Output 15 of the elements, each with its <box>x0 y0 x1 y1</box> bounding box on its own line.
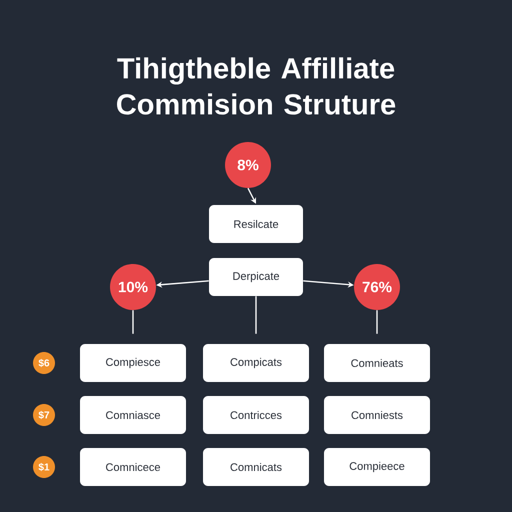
commission-box: Comnicats <box>203 448 309 486</box>
commission-box: Compicats <box>203 344 309 382</box>
title: Tihigtheble Affilliate Commision Struture <box>117 57 396 115</box>
process-box: Resilcate <box>209 205 303 243</box>
connector-line <box>376 310 378 334</box>
commission-box: Comnieats <box>324 344 430 382</box>
commission-box: Contricces <box>203 396 309 434</box>
commission-box: Comniasce <box>80 396 186 434</box>
connector-line <box>132 310 134 334</box>
commission-box: Comniests <box>324 396 430 434</box>
commission-box: Comnicece <box>80 448 186 486</box>
commission-box: Compieece <box>324 448 430 486</box>
process-box: Derpicate <box>209 258 303 296</box>
commission-box: Compiesce <box>80 344 186 382</box>
connector-line <box>255 296 257 334</box>
